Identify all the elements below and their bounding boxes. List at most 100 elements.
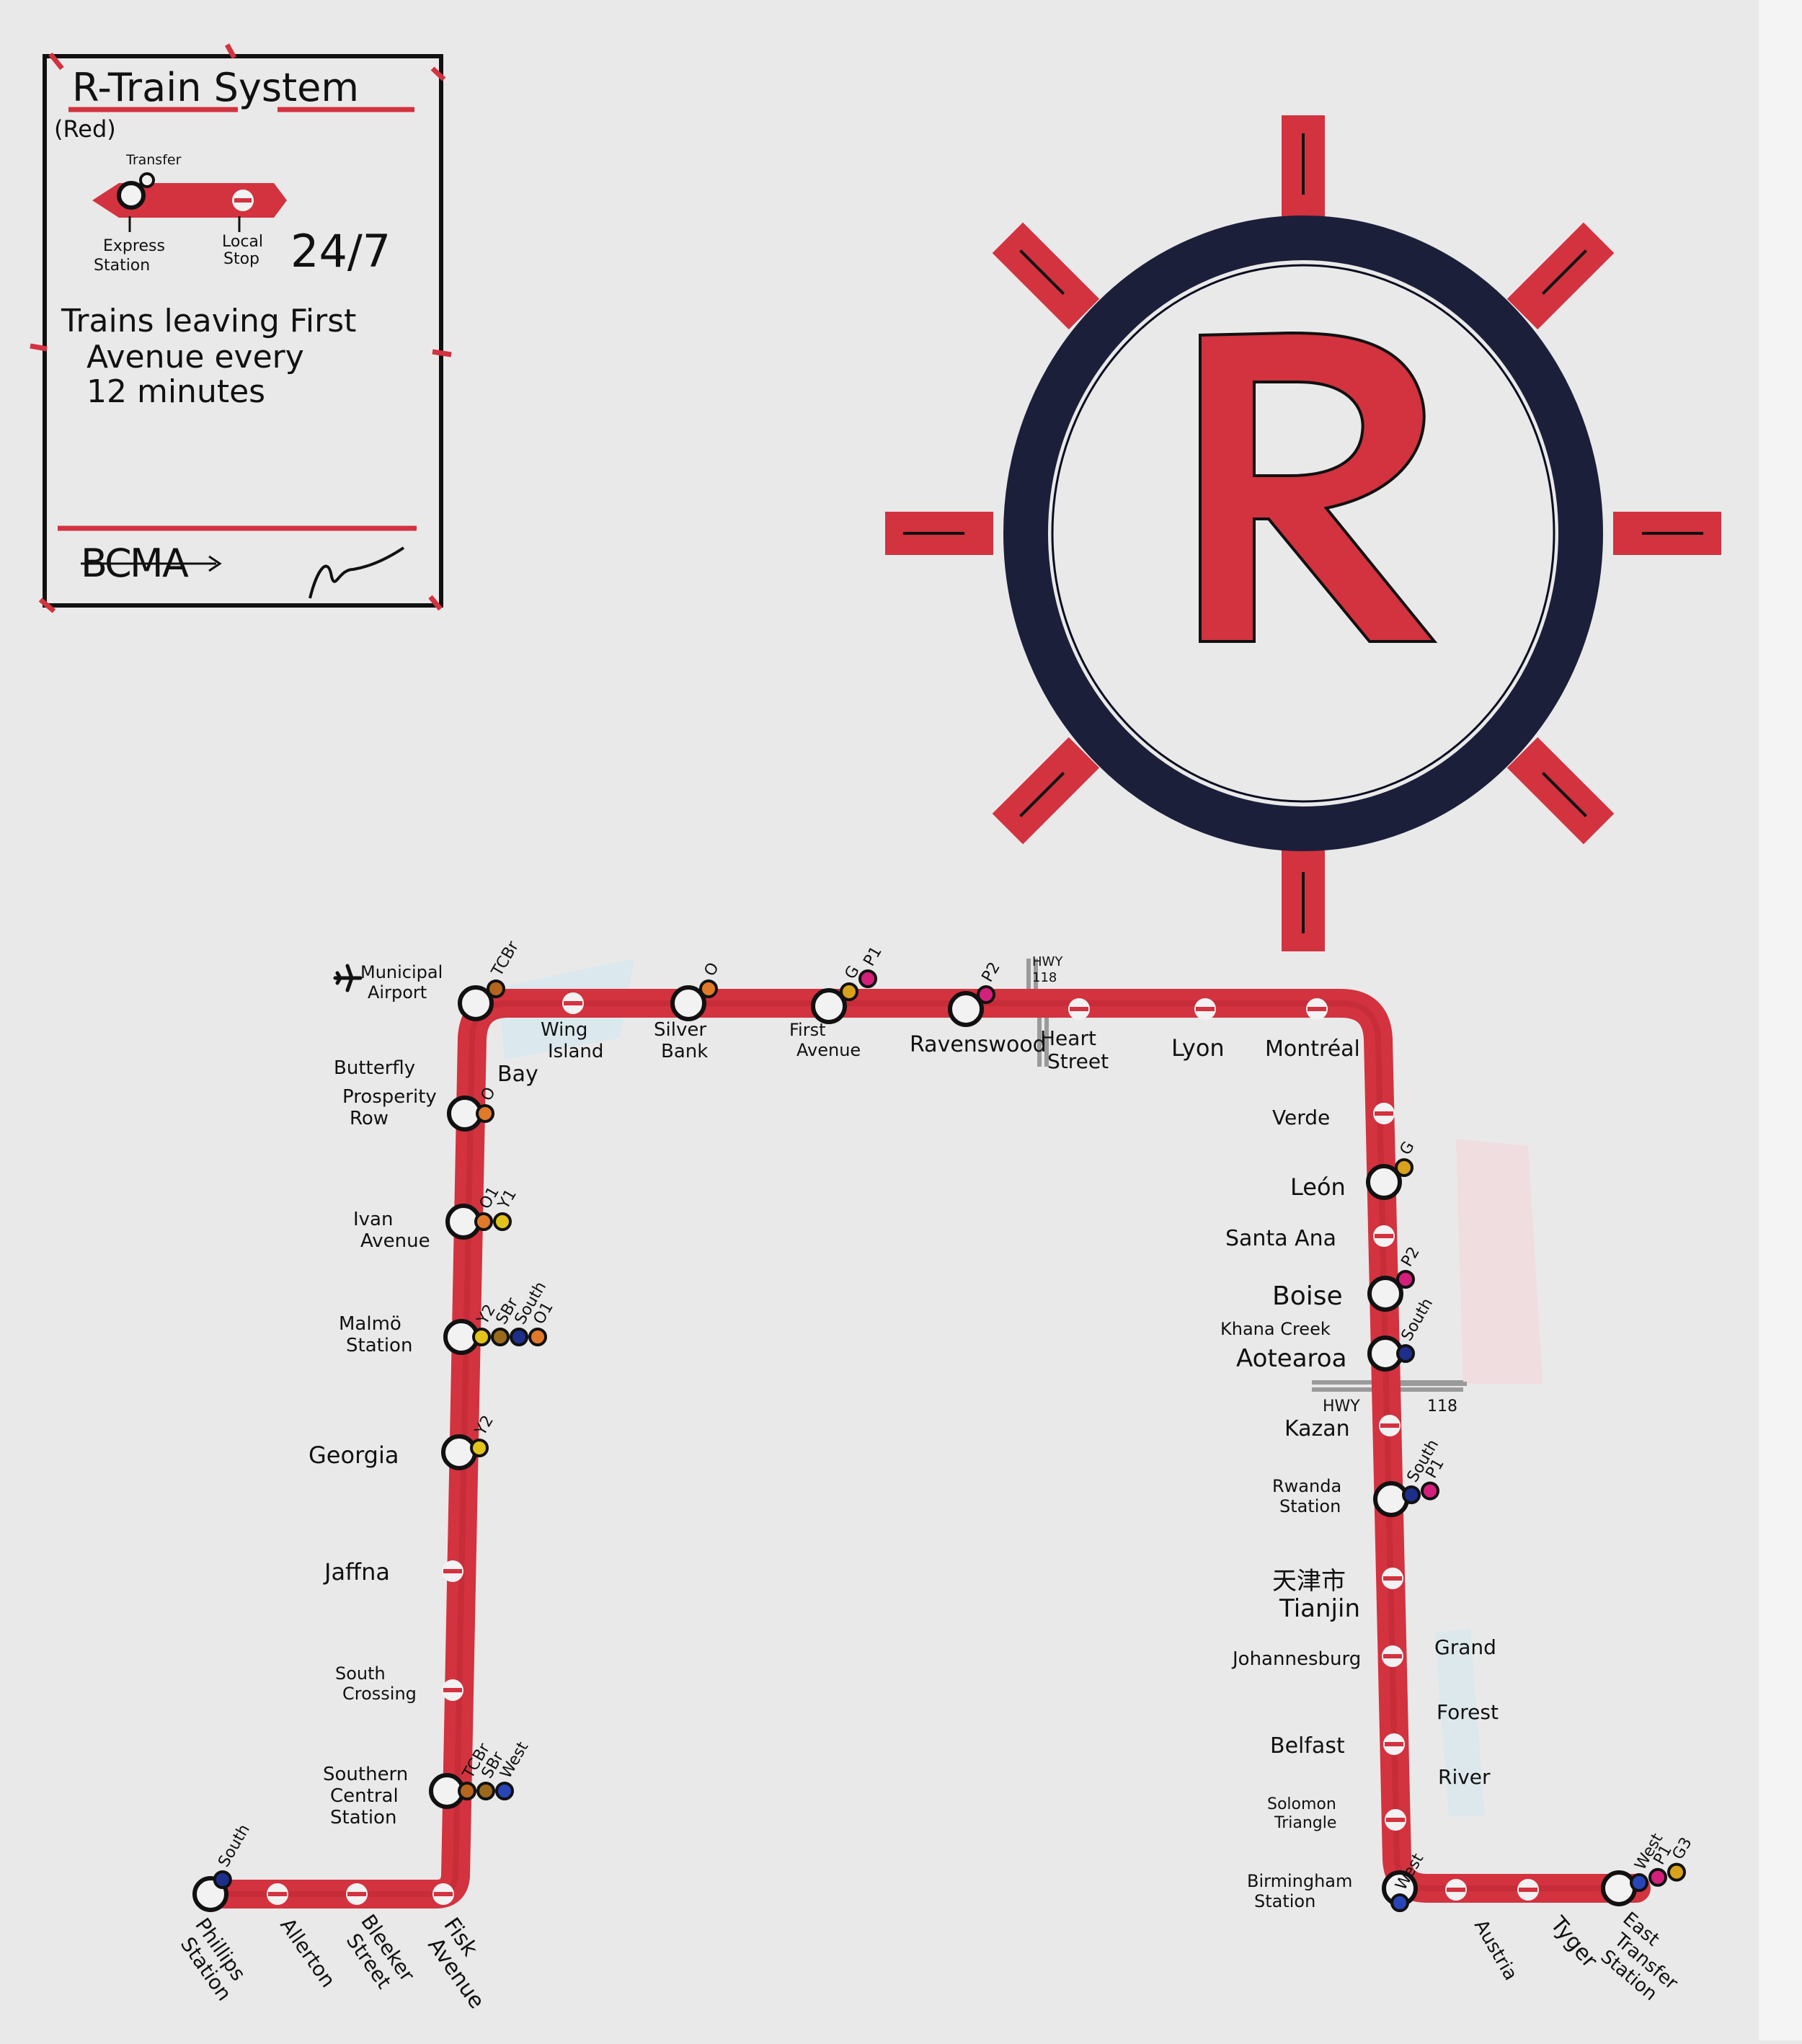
express-station-marker[interactable] xyxy=(670,985,706,1021)
legend-local-label: Local xyxy=(222,233,263,251)
legend-note-line-3: 12 minutes xyxy=(86,373,265,410)
logo-ray xyxy=(885,512,993,555)
legend-transfer-marker xyxy=(139,172,155,188)
legend-box: R-Train System (Red) Transfer Express St… xyxy=(30,43,452,613)
station-jaffna[interactable]: Jaffna xyxy=(323,1558,463,1586)
station-name-line: Central xyxy=(330,1785,399,1807)
station-name-line: Row xyxy=(350,1108,389,1129)
station-name-line: South xyxy=(335,1663,386,1684)
legend-note-line-2: Avenue every xyxy=(86,339,304,376)
station-name-line: Kazan xyxy=(1284,1416,1350,1441)
station-kazan[interactable]: Kazan xyxy=(1284,1415,1401,1441)
station-label: Ravenswood xyxy=(910,1032,1047,1057)
transfer-dot xyxy=(493,1212,512,1231)
transfer-dot xyxy=(495,1782,514,1800)
transfer-dot xyxy=(1396,1270,1415,1289)
station-name-line: Southern xyxy=(323,1764,408,1785)
paper-edge xyxy=(1759,0,1802,2040)
station-name-line: Street xyxy=(1047,1049,1109,1073)
station-name-line: Bank xyxy=(661,1041,708,1062)
transfer-dot xyxy=(1390,1893,1409,1912)
station-name-line: First xyxy=(789,1020,826,1040)
logo-ray xyxy=(1506,222,1615,330)
station-name-line: Prosperity xyxy=(342,1086,437,1108)
station-name-line: Station xyxy=(1279,1496,1341,1516)
station-name-line: Birmingham xyxy=(1247,1871,1352,1891)
station-name-line: Belfast xyxy=(1270,1733,1345,1759)
express-station-marker[interactable] xyxy=(441,1434,477,1470)
express-station-marker[interactable] xyxy=(811,988,847,1024)
express-station-marker[interactable] xyxy=(1601,1870,1637,1906)
station-name-line: Jaffna xyxy=(323,1558,390,1586)
legend-transfer-label: Transfer xyxy=(125,152,182,168)
station-name-line: Ivan xyxy=(353,1209,393,1230)
station-belfast[interactable]: Belfast xyxy=(1270,1733,1405,1759)
transfer-dot xyxy=(474,1212,493,1231)
express-station-marker[interactable] xyxy=(948,991,984,1027)
transfer-dot xyxy=(487,979,505,998)
station-montreal[interactable]: Montréal xyxy=(1265,998,1360,1062)
station-name-line: Island xyxy=(548,1041,603,1062)
station-name-line: Santa Ana xyxy=(1225,1226,1336,1251)
station-name-line: Station xyxy=(330,1807,396,1829)
station-johannesburg[interactable]: Johannesburg xyxy=(1231,1645,1403,1670)
transfer-dot xyxy=(840,982,858,1001)
transfer-dot xyxy=(528,1328,547,1346)
transfer-dot xyxy=(1667,1862,1686,1882)
station-name-line: Solomon xyxy=(1267,1795,1336,1813)
station-name-line: Aotearoa xyxy=(1236,1344,1346,1373)
station-name-line: Airport xyxy=(368,982,427,1003)
station-label: León xyxy=(1290,1173,1346,1201)
water-label: Butterfly xyxy=(334,1057,415,1079)
road-label: HWY xyxy=(1032,954,1063,969)
station-label: Boise xyxy=(1272,1281,1343,1311)
station-verde[interactable]: Verde xyxy=(1272,1103,1395,1129)
road-label: 118 xyxy=(1427,1398,1457,1416)
express-station-marker[interactable] xyxy=(1373,1481,1409,1517)
station-label: Kazan xyxy=(1284,1416,1350,1441)
station-lyon[interactable]: Lyon xyxy=(1171,998,1225,1062)
transfer-dot xyxy=(858,969,877,988)
express-station-marker[interactable] xyxy=(458,985,494,1021)
station-name-line: 天津市 xyxy=(1272,1567,1346,1596)
r-train-logo xyxy=(885,115,1721,951)
station-name-line: Avenue xyxy=(360,1230,430,1252)
signature xyxy=(309,546,405,599)
station-santa-ana[interactable]: Santa Ana xyxy=(1225,1225,1395,1251)
station-name-line: Verde xyxy=(1272,1106,1330,1129)
airplane-icon xyxy=(333,964,363,992)
station-name-line: Station xyxy=(1254,1891,1315,1911)
station-name-line: Lyon xyxy=(1171,1034,1225,1062)
legend-note-line-1: Trains leaving First xyxy=(61,303,356,339)
station-name-line: Montréal xyxy=(1265,1036,1360,1062)
station-name-line: Wing xyxy=(541,1019,587,1041)
express-station-marker[interactable] xyxy=(1366,1164,1402,1200)
station-name-line: Municipal xyxy=(360,962,443,982)
express-station-marker[interactable] xyxy=(1367,1276,1403,1312)
road-label: 118 xyxy=(1032,970,1057,985)
logo-ray xyxy=(992,222,1100,330)
station-label: Aotearoa xyxy=(1236,1344,1346,1373)
